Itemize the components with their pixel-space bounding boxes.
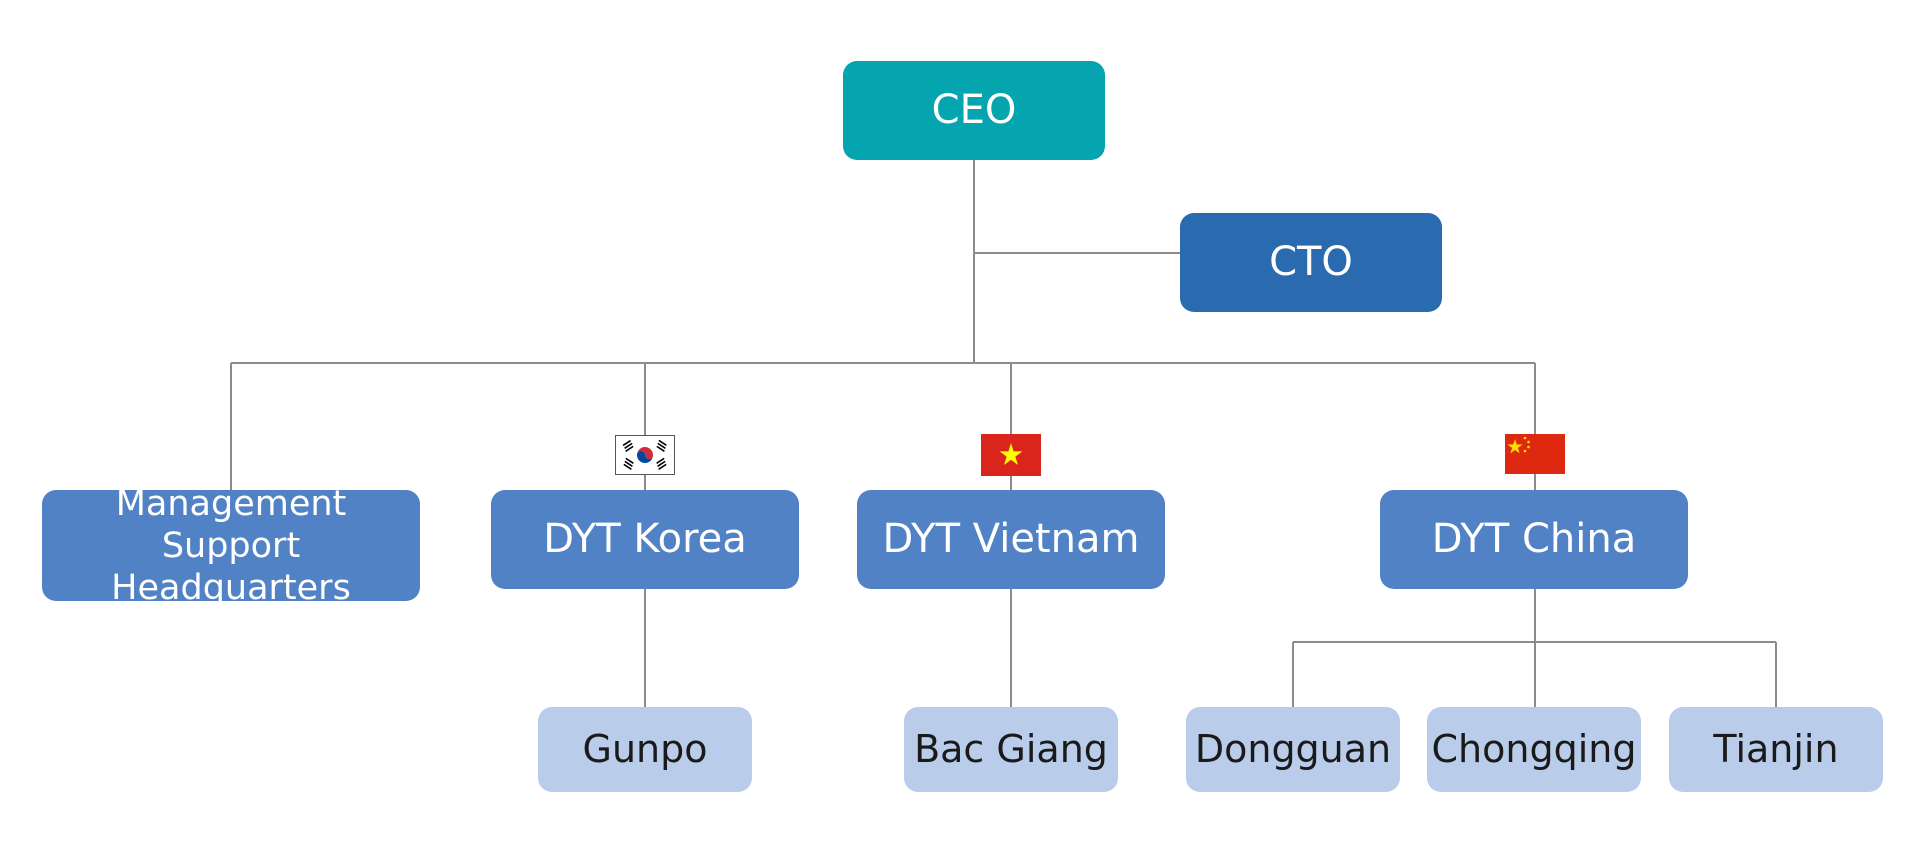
- division-label: Management Support Headquarters: [111, 483, 351, 608]
- site-tianjin: Tianjin: [1669, 707, 1883, 792]
- site-label: Dongguan: [1194, 727, 1392, 772]
- ceo-box: CEO: [843, 61, 1105, 160]
- south-korea-flag-icon: [615, 435, 675, 475]
- site-chongqing: Chongqing: [1427, 707, 1641, 792]
- vietnam-flag-icon: [981, 434, 1041, 476]
- cto-label: CTO: [1269, 238, 1353, 285]
- division-label: DYT China: [1431, 515, 1637, 562]
- site-dongguan: Dongguan: [1186, 707, 1400, 792]
- site-bac-giang: Bac Giang: [904, 707, 1118, 792]
- division-label: DYT Korea: [543, 515, 747, 562]
- site-label: Bac Giang: [914, 727, 1108, 772]
- site-label: Chongqing: [1431, 727, 1637, 772]
- division-management-support: Management Support Headquarters: [42, 484, 420, 608]
- division-dyt-china: DYT China: [1380, 490, 1688, 589]
- site-label: Tianjin: [1713, 727, 1839, 772]
- division-dyt-korea: DYT Korea: [491, 490, 799, 589]
- division-label: DYT Vietnam: [882, 515, 1140, 562]
- china-flag-icon: [1505, 434, 1565, 474]
- site-gunpo: Gunpo: [538, 707, 752, 792]
- ceo-label: CEO: [931, 86, 1017, 133]
- division-dyt-vietnam: DYT Vietnam: [857, 490, 1165, 589]
- cto-box: CTO: [1180, 213, 1442, 312]
- site-label: Gunpo: [582, 727, 708, 772]
